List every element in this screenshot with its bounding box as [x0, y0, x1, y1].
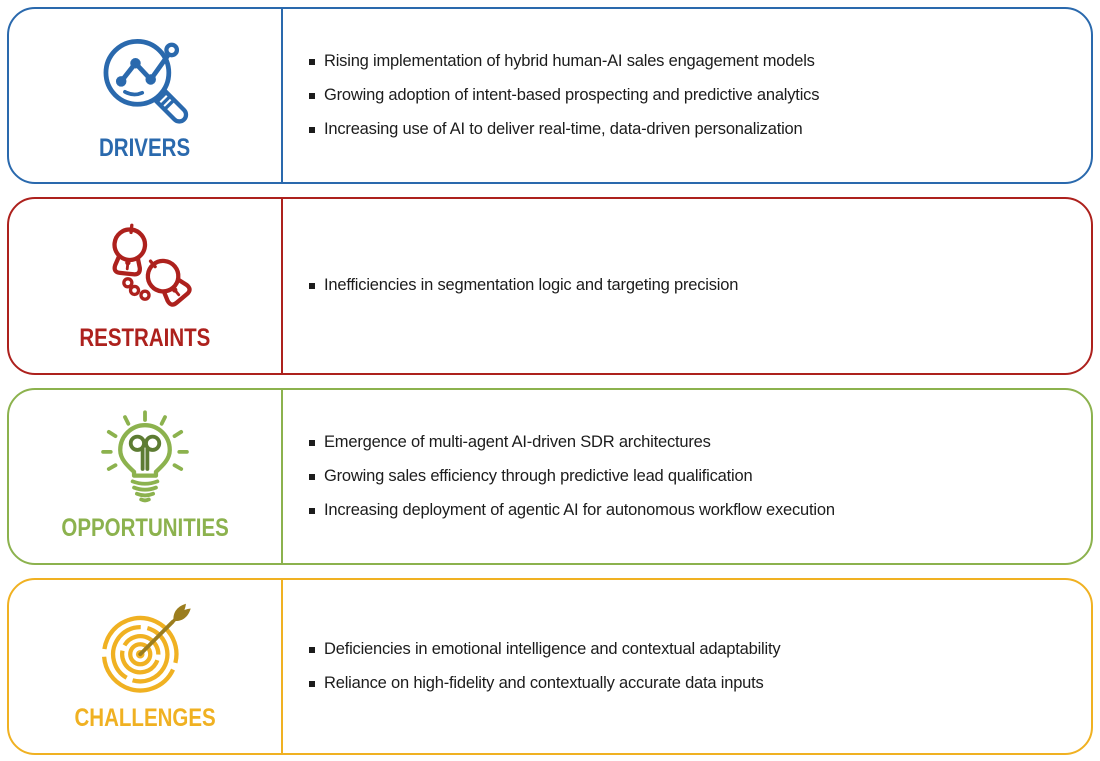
handcuffs-icon [92, 219, 198, 319]
restraints-bullet-list: Inefficiencies in segmentation logic and… [309, 275, 738, 296]
lightbulb-icon [92, 409, 198, 509]
bullet-item: Reliance on high-fidelity and contextual… [309, 673, 780, 694]
section-restraints-content: Inefficiencies in segmentation logic and… [283, 199, 1091, 372]
bullet-text: Increasing use of AI to deliver real-tim… [324, 120, 803, 139]
bullet-text: Reliance on high-fidelity and contextual… [324, 673, 764, 692]
bullet-item: Emergence of multi-agent AI-driven SDR a… [309, 432, 835, 453]
drivers-bullet-list: Rising implementation of hybrid human-AI… [309, 51, 819, 140]
bullet-square-icon [309, 93, 315, 100]
bullet-item: Inefficiencies in segmentation logic and… [309, 275, 738, 296]
section-challenges-header: CHALLENGES [9, 579, 283, 753]
bullet-text: Growing adoption of intent-based prospec… [324, 86, 820, 105]
magnifier-chart-icon [92, 29, 198, 129]
section-challenges-content: Deficiencies in emotional intelligence a… [283, 580, 1091, 753]
bullet-text: Rising implementation of hybrid human-AI… [324, 52, 815, 71]
bullet-square-icon [309, 439, 315, 446]
bullet-square-icon [309, 646, 315, 653]
bullet-square-icon [309, 680, 315, 687]
section-restraints-header: RESTRAINTS [9, 199, 283, 373]
bullet-square-icon [309, 473, 315, 480]
bullet-square-icon [309, 127, 315, 134]
bullet-item: Growing adoption of intent-based prospec… [309, 85, 819, 106]
bullet-square-icon [309, 59, 315, 66]
bullet-text: Emergence of multi-agent AI-driven SDR a… [324, 432, 711, 451]
bullet-square-icon [309, 507, 315, 514]
challenges-bullet-list: Deficiencies in emotional intelligence a… [309, 639, 781, 694]
bullet-item: Deficiencies in emotional intelligence a… [309, 639, 781, 660]
section-opportunities: OPPORTUNITIES Emergence of multi-agent A… [7, 387, 1093, 565]
bullet-item: Increasing deployment of agentic AI for … [309, 500, 835, 521]
bullet-square-icon [309, 283, 315, 290]
bullet-item: Rising implementation of hybrid human-AI… [309, 51, 819, 72]
section-opportunities-header: OPPORTUNITIES [9, 389, 283, 563]
target-arrow-icon [92, 599, 198, 699]
bullet-item: Growing sales efficiency through predict… [309, 466, 835, 487]
section-drivers-content: Rising implementation of hybrid human-AI… [283, 9, 1091, 182]
opportunities-label: OPPORTUNITIES [61, 514, 229, 543]
restraints-label: RESTRAINTS [79, 323, 211, 352]
bullet-text: Deficiencies in emotional intelligence a… [324, 639, 781, 658]
bullet-text: Increasing deployment of agentic AI for … [324, 500, 835, 519]
section-challenges: CHALLENGES Deficiencies in emotional int… [7, 577, 1093, 755]
section-restraints: RESTRAINTS Inefficiencies in segmentatio… [7, 197, 1093, 375]
bullet-text: Inefficiencies in segmentation logic and… [324, 276, 739, 295]
bullet-text: Growing sales efficiency through predict… [324, 466, 753, 485]
opportunities-bullet-list: Emergence of multi-agent AI-driven SDR a… [309, 432, 835, 521]
drivers-label: DRIVERS [99, 133, 191, 162]
section-opportunities-content: Emergence of multi-agent AI-driven SDR a… [283, 390, 1091, 563]
challenges-label: CHALLENGES [74, 704, 216, 733]
bullet-item: Increasing use of AI to deliver real-tim… [309, 119, 819, 140]
section-drivers: DRIVERS Rising implementation of hybrid … [7, 7, 1093, 185]
section-drivers-header: DRIVERS [9, 9, 283, 183]
